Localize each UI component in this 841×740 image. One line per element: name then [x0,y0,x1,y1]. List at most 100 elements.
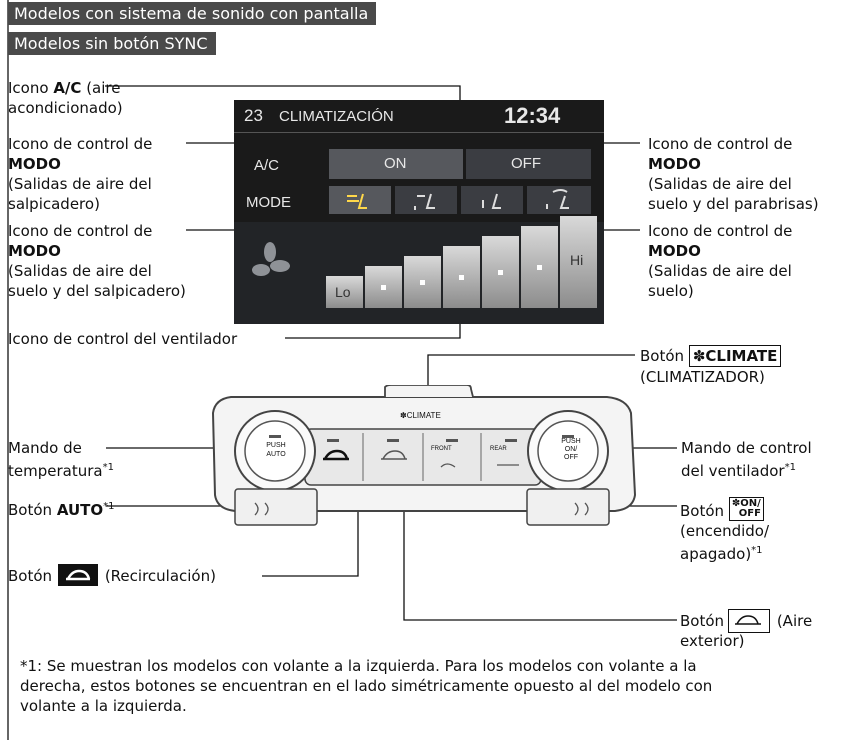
climate-key-label: CLIMATE [705,347,777,365]
rear-defrost-button[interactable]: REAR [490,446,507,452]
ac-icon-callout-post: (aire [81,79,120,97]
mode-dashboard-button[interactable] [329,186,391,214]
auto-callout-pre: Botón [8,501,57,519]
mode-floor-windshield-button[interactable] [527,186,591,214]
fan-knob-callout-line2: del ventilador [681,462,785,480]
fan-speed-3-button[interactable] [404,256,441,308]
mode-floor-windshield-callout: Icono de control de MODO (Salidas de air… [648,134,819,214]
mode-floor-button[interactable] [461,186,523,214]
climate-touchscreen: 23 CLIMATIZACIÓN 12:34 A/C ON OFF MODE L… [234,100,604,324]
recirculation-key-icon [58,564,98,586]
fan-knob-callout-line1: Mando de control [681,439,812,457]
fan-lo-label: Lo [335,284,351,300]
climate-button-callout: Botón ✽CLIMATE (CLIMATIZADOR) [640,345,781,387]
mode-floor-dashboard-callout-line4: suelo y del salpicadero) [8,282,186,300]
mode-dashboard-callout-line3: (Salidas de aire del [8,175,152,193]
fan-speed-4-button[interactable] [443,246,480,308]
mode-floor-callout: Icono de control de MODO (Salidas de air… [648,221,792,301]
ac-on-label: ON [384,155,407,172]
ac-off-label: OFF [511,155,541,172]
climate-button-callout-pre: Botón [640,347,684,365]
fan-speed-7-button[interactable]: Hi [560,216,597,308]
mode-floor-dashboard-callout-line2: MODO [8,242,61,260]
climate-button[interactable]: ✽CLIMATE [400,411,441,420]
screen-number: 23 [244,106,263,126]
climate-button-callout-line2: (CLIMATIZADOR) [640,368,765,386]
fresh-air-key-icon [728,609,770,633]
mode-floor-windshield-icon [527,186,591,214]
fresh-air-callout-post: (Aire [777,612,812,630]
fan-speed-6-button[interactable] [521,226,558,308]
fan-speed-1-button[interactable]: Lo [326,276,363,308]
mode-dashboard-callout-line1: Icono de control de [8,135,152,153]
footnote-line1: *1: Se muestran los modelos con volante … [20,656,820,676]
mode-floor-dashboard-callout-line3: (Salidas de aire del [8,262,152,280]
screen-title: CLIMATIZACIÓN [279,108,394,125]
ac-icon-callout-line2: acondicionado) [8,99,123,117]
ac-icon-callout: Icono A/C (aire acondicionado) [8,78,123,118]
onoff-key-off: OFF [739,508,761,519]
fresh-air-callout-pre: Botón [680,612,724,630]
recirculation-button[interactable] [318,446,368,486]
mode-floor-callout-line3: (Salidas de aire del [648,262,792,280]
onoff-callout-pre: Botón [680,502,724,520]
ac-on-button[interactable]: ON [329,149,463,179]
mode-dashboard-callout-line4: salpicadero) [8,195,100,213]
ac-icon-callout-pre: Icono [8,79,53,97]
auto-button-callout: Botón AUTO*1 [8,497,115,520]
mode-floor-dashboard-icon [395,186,457,214]
footnote-line2: derecha, estos botones se encuentran en … [20,676,820,696]
mode-floor-dashboard-callout-line1: Icono de control de [8,222,152,240]
mode-floor-callout-line1: Icono de control de [648,222,792,240]
fan-knob-footnote-mark: *1 [785,462,796,473]
fresh-air-button[interactable] [378,446,428,486]
ac-row-label: A/C [254,157,279,174]
fresh-air-callout-line2: exterior) [680,632,744,650]
ac-off-button[interactable]: OFF [466,149,591,179]
mode-floor-windshield-callout-line3: (Salidas de aire del [648,175,792,193]
auto-callout-bold: AUTO [57,501,103,519]
climate-button-label: CLIMATE [407,411,441,420]
temperature-knob-callout: Mando de temperatura*1 [8,438,114,481]
front-defrost-button[interactable]: FRONT [431,446,452,452]
mode-row-label: MODE [246,194,291,211]
mode-dashboard-callout-line2: MODO [8,155,61,173]
climate-key-icon: ✽CLIMATE [689,345,782,367]
mode-floor-callout-line4: suelo) [648,282,694,300]
mode-floor-dashboard-button[interactable] [395,186,457,214]
fan-control-knob[interactable] [535,411,605,481]
recirculation-callout-post: (Recirculación) [105,567,216,585]
onoff-footnote-mark: *1 [751,545,762,556]
recirculation-callout-pre: Botón [8,567,52,585]
footnote-line3: volante a la izquierda. [20,696,820,716]
onoff-callout-line3: apagado) [680,545,751,563]
onoff-button-callout: Botón ✽ON/ OFF (encendido/ apagado)*1 [680,497,769,564]
front-defrost-label: FRONT [431,446,452,452]
screen-clock: 12:34 [504,103,560,129]
fan-knob-callout: Mando de control del ventilador*1 [681,438,812,481]
mode-dashboard-icon [329,186,391,214]
screen-divider [234,132,604,133]
mode-floor-windshield-callout-line4: suelo y del parabrisas) [648,195,819,213]
footnote: *1: Se muestran los modelos con volante … [20,656,820,716]
fresh-air-callout: Botón (Aire exterior) [680,611,812,651]
fan-speed-5-button[interactable] [482,236,519,308]
mode-floor-dashboard-callout: Icono de control de MODO (Salidas de air… [8,221,186,301]
fan-speed-2-button[interactable] [365,266,402,308]
fan-hi-label: Hi [570,252,583,268]
mode-floor-callout-line2: MODO [648,242,701,260]
fan-icon-callout: Icono de control del ventilador [8,329,237,349]
temperature-footnote-mark: *1 [103,462,114,473]
fan-icon [248,240,292,284]
climate-fan-icon: ✽ [400,411,407,420]
recirculation-callout: Botón (Recirculación) [8,566,216,586]
onoff-key-icon: ✽ON/ OFF [729,497,764,521]
mode-dashboard-callout: Icono de control de MODO (Salidas de air… [8,134,152,214]
onoff-callout-line2: (encendido/ [680,522,769,540]
mode-floor-icon [461,186,523,214]
temperature-knob[interactable] [242,411,312,481]
mode-floor-windshield-callout-line1: Icono de control de [648,135,792,153]
rear-defrost-label: REAR [490,446,507,452]
ac-icon-callout-bold: A/C [53,79,81,97]
temperature-callout-line1: Mando de [8,439,82,457]
